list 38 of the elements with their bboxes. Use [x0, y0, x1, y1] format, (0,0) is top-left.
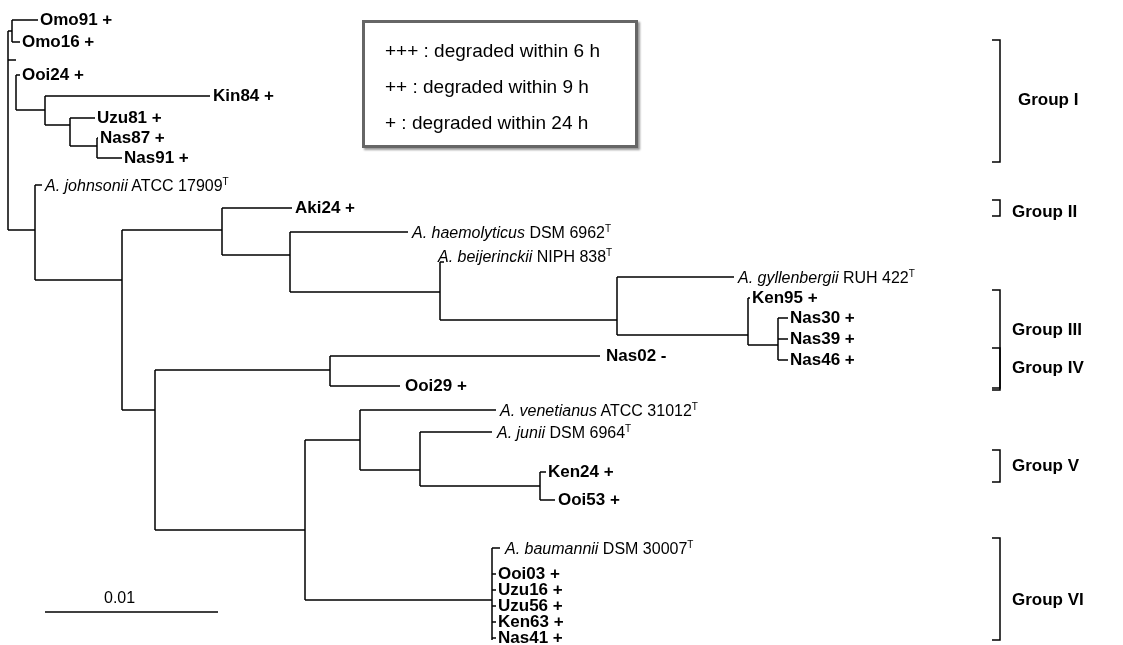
isolate-label: Nas39 +	[790, 329, 855, 349]
group-label: Group VI	[1012, 590, 1084, 610]
group-label: Group V	[1012, 456, 1080, 476]
isolate-label: Ooi03 +	[498, 564, 560, 583]
isolate-label: Nas41 +	[498, 628, 563, 645]
species-label: A. venetianus ATCC 31012$^{T}$	[500, 400, 698, 420]
isolate-label: Nas02 -	[606, 346, 667, 366]
isolate-label: Ooi53 +	[558, 490, 620, 510]
legend-entry: ++ : degraded within 9 h	[385, 75, 589, 99]
isolate-label: Nas91 +	[124, 148, 189, 168]
isolate-label: Omo16 +	[22, 32, 95, 52]
isolate-label: Aki24 +	[295, 198, 355, 218]
isolate-label: Ooi29 +	[405, 376, 467, 396]
legend-entry: +++ : degraded within 6 h	[385, 39, 600, 63]
group-label: Group IV	[1012, 358, 1084, 378]
isolate-label: Kin84 +	[213, 86, 274, 106]
isolate-label: Ken24 +	[548, 462, 614, 482]
group-label: Group II	[1012, 202, 1078, 222]
species-label: A. johnsonii ATCC 17909$^{T}$	[45, 175, 229, 195]
isolate-label: Uzu81 +	[97, 108, 162, 128]
species-label: A. beijerinckii NIPH 838$^{T}$	[438, 246, 613, 266]
species-label: A. junii DSM 6964$^{T}$	[497, 422, 632, 442]
isolate-label: Ooi24 +	[22, 65, 84, 85]
isolate-label: Uzu16 +	[498, 580, 563, 599]
group-label: Group III	[1012, 320, 1082, 340]
scale-bar-label: 0.01	[104, 589, 136, 607]
group-label: Group I	[1018, 90, 1079, 110]
species-label: A. baumannii DSM 30007$^{T}$	[505, 538, 694, 558]
species-label: A. haemolyticus DSM 6962$^{T}$	[412, 222, 612, 242]
species-label: A. gyllenbergii RUH 422$^{T}$	[738, 267, 915, 287]
isolate-label: Nas46 +	[790, 350, 855, 370]
isolate-label: Uzu56 +	[498, 596, 563, 615]
isolate-label: Omo91 +	[40, 10, 113, 30]
isolate-label: Nas87 +	[100, 128, 165, 148]
legend-entry: + : degraded within 24 h	[385, 111, 589, 135]
isolate-label: Ken95 +	[752, 288, 818, 308]
isolate-label: Ken63 +	[498, 612, 564, 631]
isolate-label: Nas30 +	[790, 308, 855, 328]
